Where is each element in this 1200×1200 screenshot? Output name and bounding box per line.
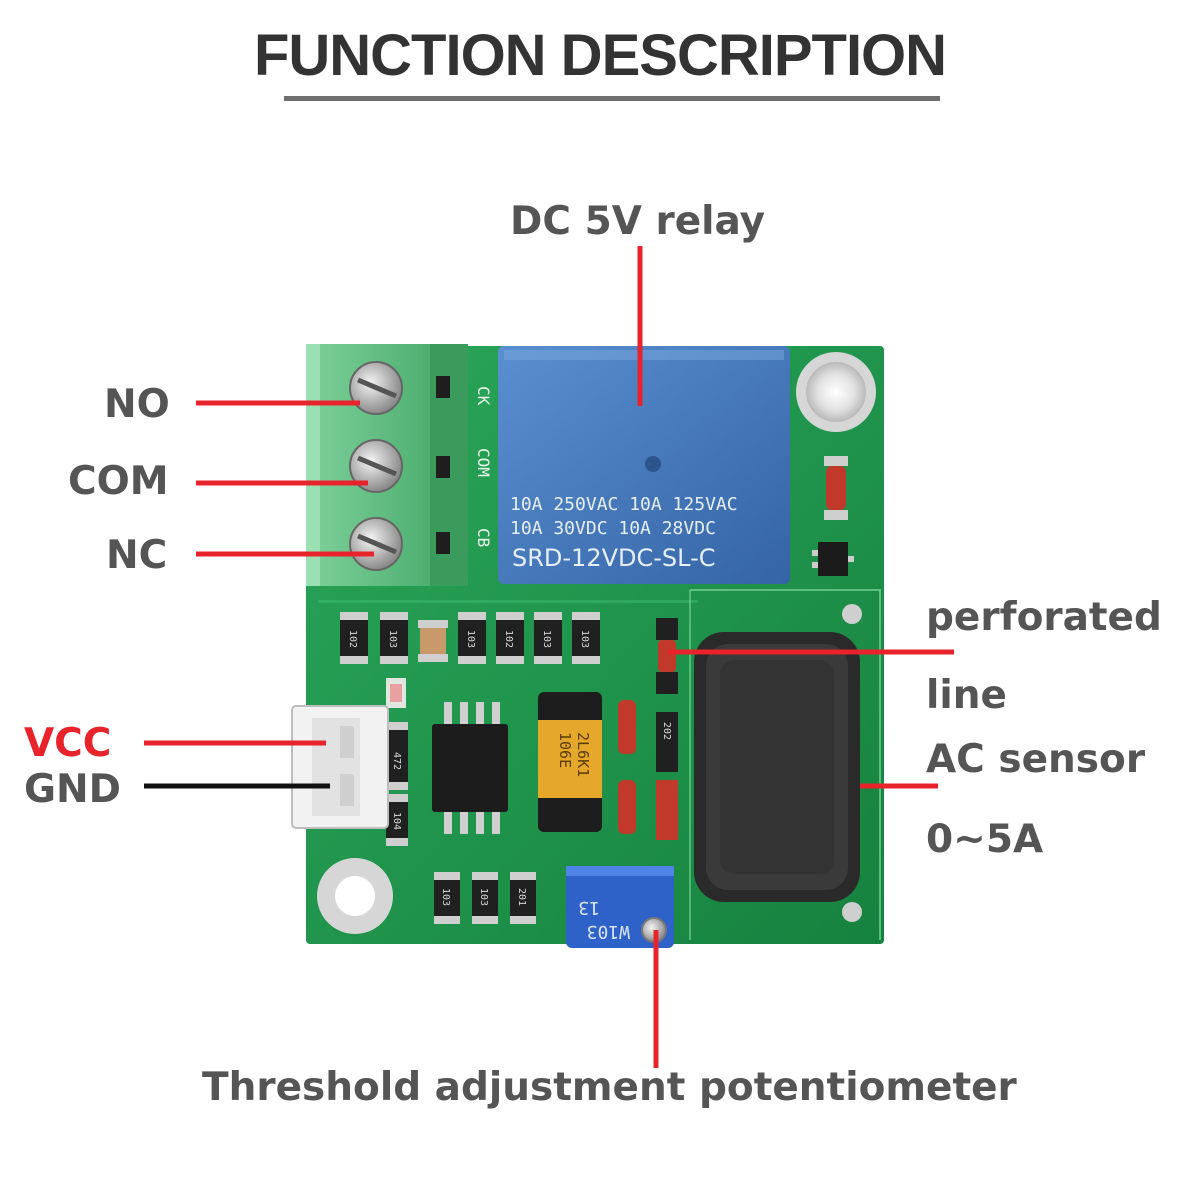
page-title: FUNCTION DESCRIPTION xyxy=(253,23,947,88)
bottom-resistor-code-1: 103 xyxy=(440,888,451,906)
side-resistor-code-104: 104 xyxy=(391,812,402,830)
terminal-mark-ck: CK xyxy=(474,386,493,406)
label-com: COM xyxy=(68,459,169,504)
label-gnd: GND xyxy=(24,767,122,812)
relay-rating-dc: 10A 30VDC 10A 28VDC xyxy=(510,518,716,539)
side-resistor-code-472: 472 xyxy=(391,752,402,770)
terminal-mark-cb: CB xyxy=(474,528,493,547)
label-perforated: perforated xyxy=(926,595,1162,640)
terminal-screw-no xyxy=(349,361,403,415)
potentiometer xyxy=(566,866,674,948)
bottom-resistor-code-3: 201 xyxy=(516,888,527,906)
ic-chip xyxy=(432,702,508,834)
current-transformer xyxy=(694,604,862,922)
resistor-code-1: 102 xyxy=(347,630,358,648)
label-ac-sensor: AC sensor xyxy=(926,737,1146,782)
terminal-screw-nc xyxy=(349,517,403,571)
title-underline xyxy=(284,96,940,101)
tantalum-capacitor xyxy=(538,692,602,832)
terminal-mark-com: COM xyxy=(474,448,493,477)
screw-terminal-block xyxy=(306,344,468,586)
resistor-code-2: 103 xyxy=(387,630,398,648)
label-nc: NC xyxy=(106,533,168,578)
label-no: NO xyxy=(104,382,170,427)
mounting-hole-top-right xyxy=(796,352,876,432)
label-potentiometer: Threshold adjustment potentiometer xyxy=(202,1065,1017,1110)
capacitor-code-2: 2L6K1 xyxy=(574,732,592,777)
resistor-code-4: 102 xyxy=(503,630,514,648)
label-current-range: 0~5A xyxy=(926,817,1044,862)
capacitor-code-1: 106E xyxy=(556,732,574,768)
resistor-code-5: 103 xyxy=(541,630,552,648)
pot-marking-1: 13 xyxy=(578,897,600,918)
side-resistors xyxy=(386,722,408,846)
label-vcc: VCC xyxy=(24,721,112,766)
relay-rating-ac: 10A 250VAC 10A 125VAC xyxy=(510,494,738,515)
resistor-row xyxy=(340,612,600,664)
label-line: line xyxy=(926,673,1007,718)
led xyxy=(386,678,406,708)
pot-marking-2: W103 xyxy=(587,921,630,942)
transistor xyxy=(812,542,854,576)
leader-lines xyxy=(144,246,954,1068)
label-relay: DC 5V relay xyxy=(510,199,766,244)
terminal-screw-com xyxy=(349,439,403,493)
relay-component xyxy=(498,346,790,584)
bottom-resistors xyxy=(434,872,536,924)
relay-model: SRD-12VDC-SL-C xyxy=(512,544,716,572)
bottom-resistor-code-2: 103 xyxy=(478,888,489,906)
resistor-code-202: 202 xyxy=(661,722,672,740)
jst-connector xyxy=(291,705,389,829)
mounting-hole-bottom-left xyxy=(317,858,393,934)
resistor-code-3: 103 xyxy=(465,630,476,648)
diode-column xyxy=(618,618,678,840)
diode-top xyxy=(824,456,848,520)
resistor-code-6: 103 xyxy=(579,630,590,648)
